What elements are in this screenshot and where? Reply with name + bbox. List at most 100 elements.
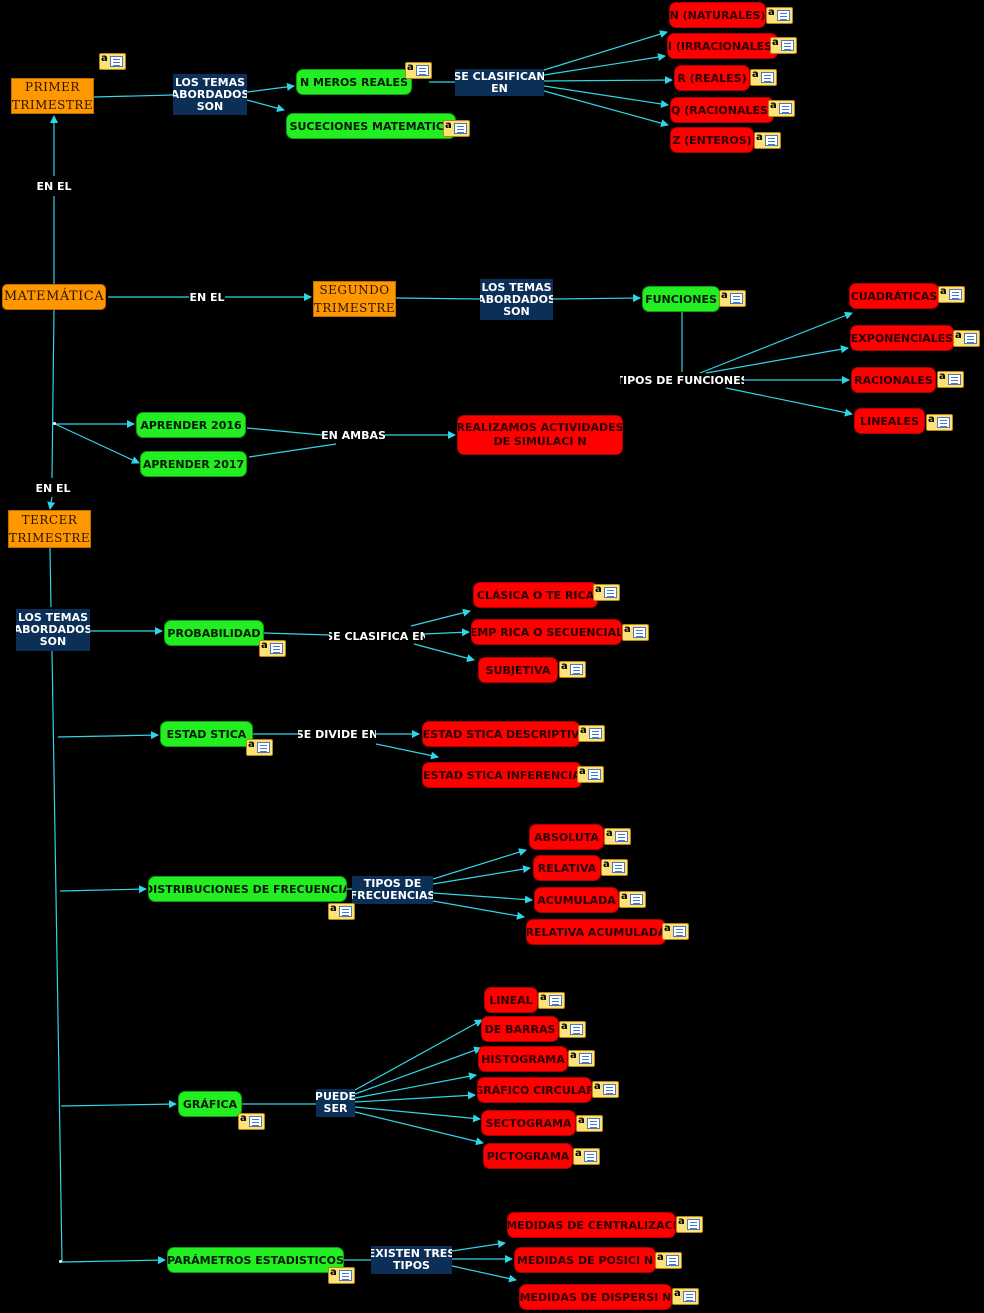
node-aprender-2017[interactable]: APRENDER 2017 bbox=[140, 451, 247, 477]
note-icon[interactable]: a bbox=[676, 1216, 703, 1233]
note-icon[interactable]: a bbox=[573, 1148, 600, 1165]
note-icon[interactable]: a bbox=[443, 120, 470, 137]
note-icon[interactable]: a bbox=[577, 766, 604, 783]
note-glyph: a bbox=[955, 330, 962, 341]
node-q-racionales[interactable]: Q (RACIONALES) bbox=[670, 97, 774, 123]
note-icon[interactable]: a bbox=[662, 923, 689, 940]
note-icon[interactable]: a bbox=[568, 1050, 595, 1067]
junction-dot bbox=[59, 1260, 62, 1263]
node-relativa[interactable]: RELATIVA bbox=[533, 855, 601, 881]
node-clasica-o-teorica[interactable]: CLÁSICA O TE RICA bbox=[473, 582, 598, 608]
note-icon[interactable]: a bbox=[576, 1115, 603, 1132]
node-estadistica-inferencial[interactable]: ESTAD STICA INFERENCIA bbox=[422, 762, 582, 788]
note-icon[interactable]: a bbox=[559, 1021, 586, 1038]
note-icon[interactable]: a bbox=[238, 1113, 265, 1130]
note-glyph: a bbox=[248, 739, 255, 750]
node-primer-trimestre[interactable]: PRIMER TRIMESTRE bbox=[11, 78, 94, 114]
node-aprender-2016[interactable]: APRENDER 2016 bbox=[136, 412, 246, 438]
node-funciones[interactable]: FUNCIONES bbox=[642, 286, 720, 312]
link-se-clasifican-en: SE CLASIFICAN EN bbox=[455, 69, 544, 96]
note-icon[interactable]: a bbox=[99, 53, 126, 70]
node-estadistica-descriptiva[interactable]: ESTAD STICA DESCRIPTIV bbox=[422, 721, 580, 747]
note-icon[interactable]: a bbox=[768, 100, 795, 117]
note-glyph: a bbox=[561, 661, 568, 672]
node-pictograma[interactable]: PICTOGRAMA bbox=[483, 1143, 573, 1169]
link-tipos-de-funciones: TIPOS DE FUNCIONES bbox=[620, 373, 744, 387]
node-cuadraticas[interactable]: CUADRÁTICAS bbox=[849, 283, 939, 309]
note-icon[interactable]: a bbox=[953, 330, 980, 347]
note-glyph: a bbox=[578, 1115, 585, 1126]
note-icon[interactable]: a bbox=[622, 624, 649, 641]
note-icon[interactable]: a bbox=[938, 286, 965, 303]
note-glyph: a bbox=[540, 992, 547, 1003]
node-relativa-acumulada[interactable]: RELATIVA ACUMULADA bbox=[526, 919, 666, 945]
node-de-barras[interactable]: DE BARRAS bbox=[481, 1016, 559, 1042]
node-z-enteros[interactable]: Z (ENTEROS) bbox=[670, 127, 754, 153]
node-grafica[interactable]: GRÁFICA bbox=[178, 1091, 242, 1117]
node-acumulada[interactable]: ACUMULADA bbox=[534, 887, 619, 913]
link-en-el-1: EN EL bbox=[36, 179, 72, 193]
note-icon[interactable]: a bbox=[770, 37, 797, 54]
node-estadistica[interactable]: ESTAD STICA bbox=[160, 721, 253, 747]
node-medidas-de-dispersion[interactable]: MEDIDAS DE DISPERSI N bbox=[519, 1284, 672, 1310]
note-glyph: a bbox=[664, 923, 671, 934]
node-i-irracionales[interactable]: I (IRRACIONALES) bbox=[667, 33, 778, 59]
node-lineales[interactable]: LINEALES bbox=[854, 408, 925, 434]
note-glyph: a bbox=[770, 100, 777, 111]
node-distribuciones-de-frecuencia[interactable]: DISTRIBUCIONES DE FRECUENCIA bbox=[148, 876, 347, 902]
node-medidas-de-centralizacion[interactable]: MEDIDAS DE CENTRALIZACI bbox=[507, 1212, 676, 1238]
note-icon[interactable]: a bbox=[766, 7, 793, 24]
node-sectograma[interactable]: SECTOGRAMA bbox=[481, 1110, 576, 1136]
note-icon[interactable]: a bbox=[259, 640, 286, 657]
note-icon[interactable]: a bbox=[328, 903, 355, 920]
note-glyph: a bbox=[678, 1216, 685, 1227]
note-icon[interactable]: a bbox=[538, 992, 565, 1009]
node-suceciones-matematica[interactable]: SUCECIONES MATEMATICA bbox=[286, 113, 456, 139]
note-icon[interactable]: a bbox=[604, 828, 631, 845]
note-icon[interactable]: a bbox=[655, 1252, 682, 1269]
note-icon[interactable]: a bbox=[405, 62, 432, 79]
note-glyph: a bbox=[768, 7, 775, 18]
note-icon[interactable]: a bbox=[926, 414, 953, 431]
node-lineal[interactable]: LINEAL bbox=[484, 987, 538, 1013]
note-glyph: a bbox=[407, 62, 414, 73]
node-matematica[interactable]: MATEMÁTICA bbox=[2, 284, 106, 310]
node-grafico-circular[interactable]: GRÁFICO CIRCULAR bbox=[477, 1077, 592, 1103]
link-temas-abordados-2: LOS TEMAS ABORDADOS SON bbox=[480, 279, 553, 320]
note-glyph: a bbox=[330, 903, 337, 914]
note-icon[interactable]: a bbox=[593, 584, 620, 601]
note-icon[interactable]: a bbox=[754, 132, 781, 149]
node-subjetiva[interactable]: SUBJETIVA bbox=[478, 657, 558, 683]
node-parametros-estadisticos[interactable]: PARÁMETROS ESTADISTICOS bbox=[167, 1247, 344, 1273]
note-icon[interactable]: a bbox=[750, 69, 777, 86]
note-glyph: a bbox=[674, 1288, 681, 1299]
note-icon[interactable]: a bbox=[619, 891, 646, 908]
note-icon[interactable]: a bbox=[246, 739, 273, 756]
note-icon[interactable]: a bbox=[672, 1288, 699, 1305]
node-racionales[interactable]: RACIONALES bbox=[851, 367, 936, 393]
node-r-reales[interactable]: R (REALES) bbox=[674, 65, 750, 91]
note-icon[interactable]: a bbox=[719, 290, 746, 307]
note-glyph: a bbox=[772, 37, 779, 48]
node-numeros-reales[interactable]: N MEROS REALES bbox=[296, 69, 412, 95]
node-medidas-de-posicion[interactable]: MEDIDAS DE POSICI N bbox=[514, 1247, 656, 1273]
node-histograma[interactable]: HISTOGRAMA bbox=[478, 1046, 568, 1072]
note-icon[interactable]: a bbox=[601, 859, 628, 876]
node-empirica-o-secuencial[interactable]: EMP RICA O SECUENCIAL bbox=[471, 619, 622, 645]
node-probabilidad[interactable]: PROBABILIDAD bbox=[164, 620, 264, 646]
note-icon[interactable]: a bbox=[559, 661, 586, 678]
node-tercer-trimestre[interactable]: TERCER TRIMESTRE bbox=[8, 510, 91, 548]
node-exponenciales[interactable]: EXPONENCIALES bbox=[850, 325, 954, 351]
node-n-naturales[interactable]: N (NATURALES) bbox=[669, 2, 766, 28]
note-glyph: a bbox=[445, 120, 452, 131]
node-absoluta[interactable]: ABSOLUTA bbox=[529, 824, 604, 850]
link-puede-ser: PUEDE SER bbox=[316, 1089, 355, 1117]
note-glyph: a bbox=[101, 53, 108, 64]
note-icon[interactable]: a bbox=[328, 1267, 355, 1284]
note-icon[interactable]: a bbox=[592, 1081, 619, 1098]
note-icon[interactable]: a bbox=[578, 725, 605, 742]
node-segundo-trimestre[interactable]: SEGUNDO TRIMESTRE bbox=[313, 281, 396, 317]
note-icon[interactable]: a bbox=[937, 371, 964, 388]
node-realizamos-actividades[interactable]: REALIZAMOS ACTIVIDADES DE SIMULACI N bbox=[457, 415, 623, 455]
